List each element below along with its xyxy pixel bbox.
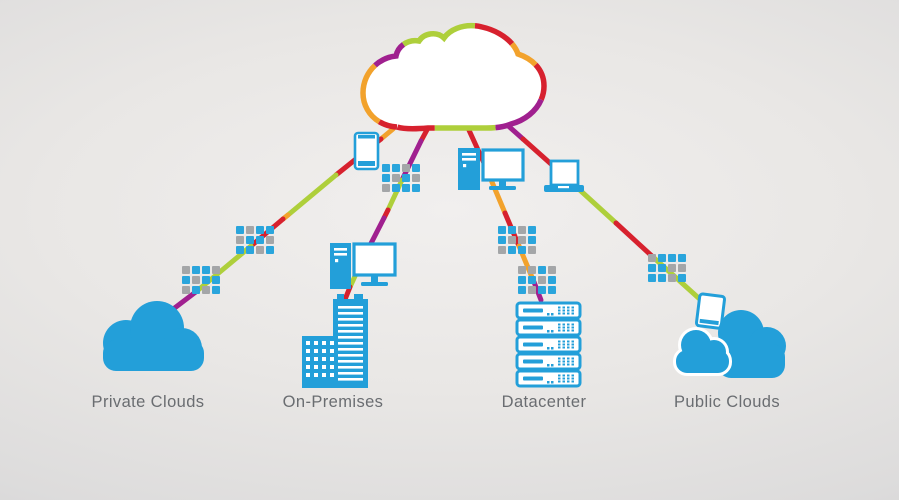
private-cloud-icon	[103, 301, 204, 371]
laptop-icon	[544, 159, 584, 192]
pixel-grid	[648, 254, 686, 282]
pixel-grid	[236, 226, 274, 254]
building-windows	[306, 341, 334, 377]
desktop-computer-icon	[330, 242, 397, 289]
office-building-icon	[302, 294, 368, 388]
central-cloud-icon	[360, 22, 547, 132]
server-unit	[515, 369, 582, 388]
server-unit	[515, 301, 582, 320]
pixel-grid	[182, 266, 220, 294]
pixel-grid	[498, 226, 536, 254]
label-private-clouds: Private Clouds	[92, 393, 205, 411]
server-unit	[515, 335, 582, 354]
smartphone-icon	[353, 131, 380, 171]
server-unit	[515, 318, 582, 337]
public-clouds-icon	[673, 310, 786, 378]
label-public-clouds: Public Clouds	[674, 393, 780, 411]
pixel-grid-layer	[182, 164, 686, 294]
tablet-icon	[694, 292, 727, 330]
pixel-grid	[382, 164, 420, 192]
server-rack-icon	[515, 301, 582, 388]
server-unit	[515, 352, 582, 371]
pixel-grid	[518, 266, 556, 294]
cloud-outline	[360, 22, 547, 132]
label-on-premises: On-Premises	[283, 393, 384, 411]
desktop-computer-icon	[458, 148, 525, 190]
label-datacenter: Datacenter	[502, 393, 587, 411]
